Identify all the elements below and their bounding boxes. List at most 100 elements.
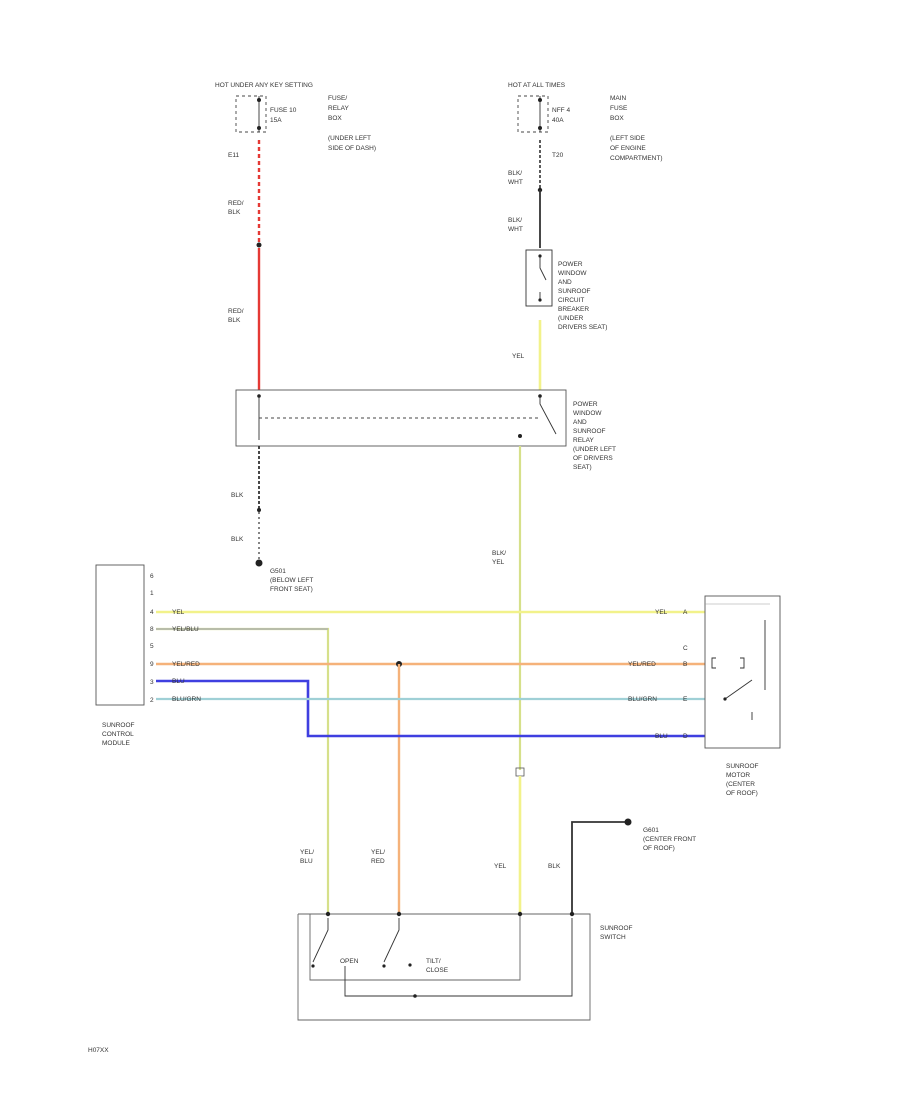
pin-5: 5 [150, 643, 154, 650]
relay-label-2: AND [573, 419, 587, 426]
fuse-right-loc3: COMPARTMENT) [610, 155, 662, 162]
label-red-blk-1b: BLK [228, 209, 241, 216]
fuse-left-line3: BOX [328, 115, 342, 122]
fuse-left-fuse: FUSE 10 [270, 107, 297, 114]
g501-label-1: (BELOW LEFT [270, 577, 313, 584]
module-label-0: SUNROOF [102, 722, 135, 729]
ground-g501-icon [255, 559, 263, 567]
motor-label-1: MOTOR [726, 772, 750, 779]
g601-label-1: (CENTER FRONT [643, 836, 696, 843]
wire-blk-g601 [571, 821, 628, 912]
module-wire-yel-red: YEL/RED [172, 661, 200, 668]
sunroof-switch: OPEN TILT/ CLOSE SUNROOF SWITCH [297, 911, 633, 1021]
module-label-1: CONTROL [102, 731, 134, 738]
label-yel-switch: YEL [494, 863, 507, 870]
motor-wire-yel: YEL [655, 609, 668, 616]
relay-label-6: OF DRIVERS [573, 455, 613, 462]
cb-label-5: BREAKER [558, 306, 589, 313]
module-wire-yel-blu: YEL/BLU [172, 626, 199, 633]
relay-label-4: RELAY [573, 437, 594, 444]
label-blk-wht-1b: WHT [508, 179, 523, 186]
label-yel-red-a: YEL/ [371, 849, 385, 856]
switch-label-0: SUNROOF [600, 925, 633, 932]
motor-pin-a: A [683, 609, 688, 616]
switch-tilt: TILT/ [426, 958, 441, 965]
pin-2: 2 [150, 697, 154, 704]
fuse-left-line2: RELAY [328, 105, 349, 112]
cb-label-2: AND [558, 279, 572, 286]
label-red-blk-2b: BLK [228, 317, 241, 324]
cb-label-1: WINDOW [558, 270, 587, 277]
fuse-right-loc2: OF ENGINE [610, 145, 646, 152]
wire-yel-blu [156, 627, 330, 912]
label-blk-yel-b: YEL [492, 559, 505, 566]
figure-id: H07XX [88, 1047, 109, 1054]
motor-pin-e: E [683, 696, 688, 703]
motor-pin-d: D [683, 733, 688, 740]
label-blk-2: BLK [231, 536, 244, 543]
module-label-2: MODULE [102, 740, 130, 747]
motor-label-3: OF ROOF) [726, 790, 758, 797]
fuse-right-line1: MAIN [610, 95, 627, 102]
relay-label-1: WINDOW [573, 410, 602, 417]
label-yel-red-b: RED [371, 858, 385, 865]
pin-8: 8 [150, 626, 154, 633]
relay-label-7: SEAT) [573, 464, 592, 471]
motor-pin-b: B [683, 661, 687, 668]
cb-label-0: POWER [558, 261, 583, 268]
switch-open: OPEN [340, 958, 359, 965]
sunroof-control-module: SUNROOF CONTROL MODULE 6 1 4 8 5 9 3 2 [95, 564, 154, 747]
ground-g601-icon [624, 818, 632, 826]
pin-9: 9 [150, 661, 154, 668]
g501-label-2: FRONT SEAT) [270, 586, 313, 593]
fuse-left-terminal: E11 [228, 152, 239, 159]
cb-label-4: CIRCUIT [558, 297, 584, 304]
pin-3: 3 [150, 679, 154, 686]
label-yel-top: YEL [512, 353, 525, 360]
label-blk-wht-2b: WHT [508, 226, 523, 233]
module-wire-blu-grn: BLU/GRN [172, 696, 201, 703]
wire-blu [156, 679, 705, 738]
fuse-block-left: HOT UNDER ANY KEY SETTING FUSE 10 15A FU… [215, 82, 376, 159]
fuse-left-loc2: SIDE OF DASH) [328, 145, 376, 152]
fuse-left-header: HOT UNDER ANY KEY SETTING [215, 82, 313, 89]
switch-tilt-close: CLOSE [426, 967, 449, 974]
sunroof-motor: A C B E D SUNROOF MOTOR (CENTER OF ROOF) [683, 595, 781, 797]
g601-label-0: G601 [643, 827, 659, 834]
motor-wire-blu: BLU [655, 733, 668, 740]
motor-label-0: SUNROOF [726, 763, 759, 770]
cb-label-7: DRIVERS SEAT) [558, 324, 607, 331]
fuse-right-loc1: (LEFT SIDE [610, 135, 646, 142]
label-red-blk-1a: RED/ [228, 200, 244, 207]
label-yel-blu-a: YEL/ [300, 849, 314, 856]
cb-label-3: SUNROOF [558, 288, 591, 295]
g601-label-2: OF ROOF) [643, 845, 675, 852]
label-blk-g601: BLK [548, 863, 561, 870]
pin-6: 6 [150, 573, 154, 580]
label-blk-wht-1a: BLK/ [508, 170, 522, 177]
cb-label-6: (UNDER [558, 315, 584, 322]
motor-wire-blu-grn: BLU/GRN [628, 696, 657, 703]
g501-label-0: G501 [270, 568, 286, 575]
module-wire-blu: BLU [172, 678, 185, 685]
motor-wire-yel-red: YEL/RED [628, 661, 656, 668]
fuse-left-loc1: (UNDER LEFT [328, 135, 371, 142]
fuse-left-line1: FUSE/ [328, 95, 347, 102]
fuse-right-line2: FUSE [610, 105, 628, 112]
label-blk-wht-2a: BLK/ [508, 217, 522, 224]
pin-4: 4 [150, 609, 154, 616]
fuse-right-header: HOT AT ALL TIMES [508, 82, 566, 89]
motor-pin-c: C [683, 645, 688, 652]
fuse-right-fuse: NFF 4 [552, 107, 570, 114]
fuse-left-amps: 15A [270, 117, 282, 124]
relay-label-3: SUNROOF [573, 428, 606, 435]
label-yel-blu-b: BLU [300, 858, 313, 865]
fuse-right-line3: BOX [610, 115, 624, 122]
circuit-breaker: POWER WINDOW AND SUNROOF CIRCUIT BREAKER… [525, 249, 607, 331]
relay-label-5: (UNDER LEFT [573, 446, 616, 453]
module-wire-yel: YEL [172, 609, 185, 616]
fuse-right-terminal: T20 [552, 152, 564, 159]
relay-label-0: POWER [573, 401, 598, 408]
pin-1: 1 [150, 590, 154, 597]
